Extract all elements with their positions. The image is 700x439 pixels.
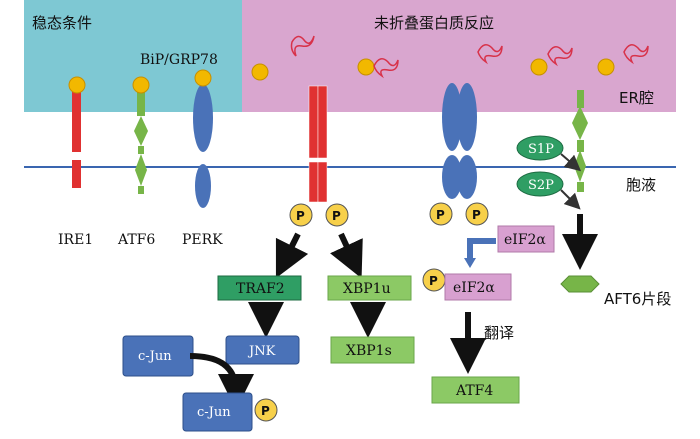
atf6-label: ATF6 <box>117 232 155 248</box>
phospho-group: P <box>422 268 446 292</box>
ire1-receptor <box>68 76 86 188</box>
ire1-dimer <box>308 85 328 203</box>
arrow-s1p <box>560 153 582 172</box>
cjun-label: c-Jun <box>138 349 172 364</box>
atf6-receptor <box>132 76 150 194</box>
er-lumen-label: ER腔 <box>619 89 654 107</box>
svg-text:P: P <box>472 208 481 222</box>
arrow-ire1-traf2 <box>275 232 309 279</box>
unfolded-protein-icon <box>597 44 649 76</box>
bip-label: BiP/GRP78 <box>140 52 218 68</box>
xbp1u-label: XBP1u <box>343 281 391 297</box>
s1p-label: S1P <box>528 142 554 157</box>
unfolded-protein-icon <box>530 46 573 76</box>
eif2a-p-node <box>444 273 512 301</box>
unfolded-protein-icon <box>357 58 399 79</box>
arrow-ire1-xbp1u <box>330 232 363 279</box>
s2p-label: S2P <box>528 178 554 193</box>
phospho-group: P <box>465 202 489 226</box>
eif2a-p-label: eIF2α <box>453 280 495 296</box>
phospho-group: P <box>429 202 453 226</box>
phospho-group: P <box>254 398 278 422</box>
xbp1u-node <box>327 275 412 301</box>
upr-label: 未折叠蛋白质反应 <box>374 14 494 32</box>
phospho-group: P <box>325 203 349 227</box>
unfolded-protein-icon <box>477 44 503 65</box>
s1p-protease: S1P <box>516 135 564 161</box>
atf6-fragment-node <box>560 275 600 293</box>
eif2a-top-label: eIF2α <box>504 232 546 248</box>
traf2-node <box>217 275 302 301</box>
atf4-label: ATF4 <box>455 383 493 399</box>
ire1-label: IRE1 <box>58 232 93 248</box>
jnk-node <box>225 335 300 365</box>
xbp1s-node <box>330 336 415 364</box>
phospho-group: P <box>289 203 313 227</box>
arrow-cjun-phospho <box>189 353 254 410</box>
arrow-s2p <box>560 189 581 210</box>
cjun-p-node <box>182 392 253 432</box>
perk-receptor <box>193 69 213 208</box>
jnk-label: JNK <box>247 344 276 359</box>
s2p-protease: S2P <box>516 171 564 197</box>
eif2a-node <box>497 225 555 253</box>
svg-text:P: P <box>429 274 438 288</box>
traf2-label: TRAF2 <box>236 281 285 297</box>
atf6-fragment-label: AFT6片段 <box>604 290 671 308</box>
arrow-eif2a-phospho <box>467 238 496 262</box>
cjun-p-label: c-Jun <box>197 405 231 420</box>
cytosol-label: 胞液 <box>626 176 656 194</box>
steady-state-label: 稳态条件 <box>32 14 92 32</box>
perk-label: PERK <box>182 232 223 248</box>
svg-text:P: P <box>436 208 445 222</box>
svg-text:P: P <box>332 209 341 223</box>
perk-dimer <box>442 83 477 199</box>
translation-label: 翻译 <box>484 324 514 342</box>
atf4-node <box>431 376 520 404</box>
xbp1s-label: XBP1s <box>346 343 392 359</box>
unfolded-protein-icon <box>290 35 315 57</box>
svg-text:P: P <box>261 404 270 418</box>
svg-text:P: P <box>296 209 305 223</box>
unfolded-protein-icon <box>251 63 269 81</box>
